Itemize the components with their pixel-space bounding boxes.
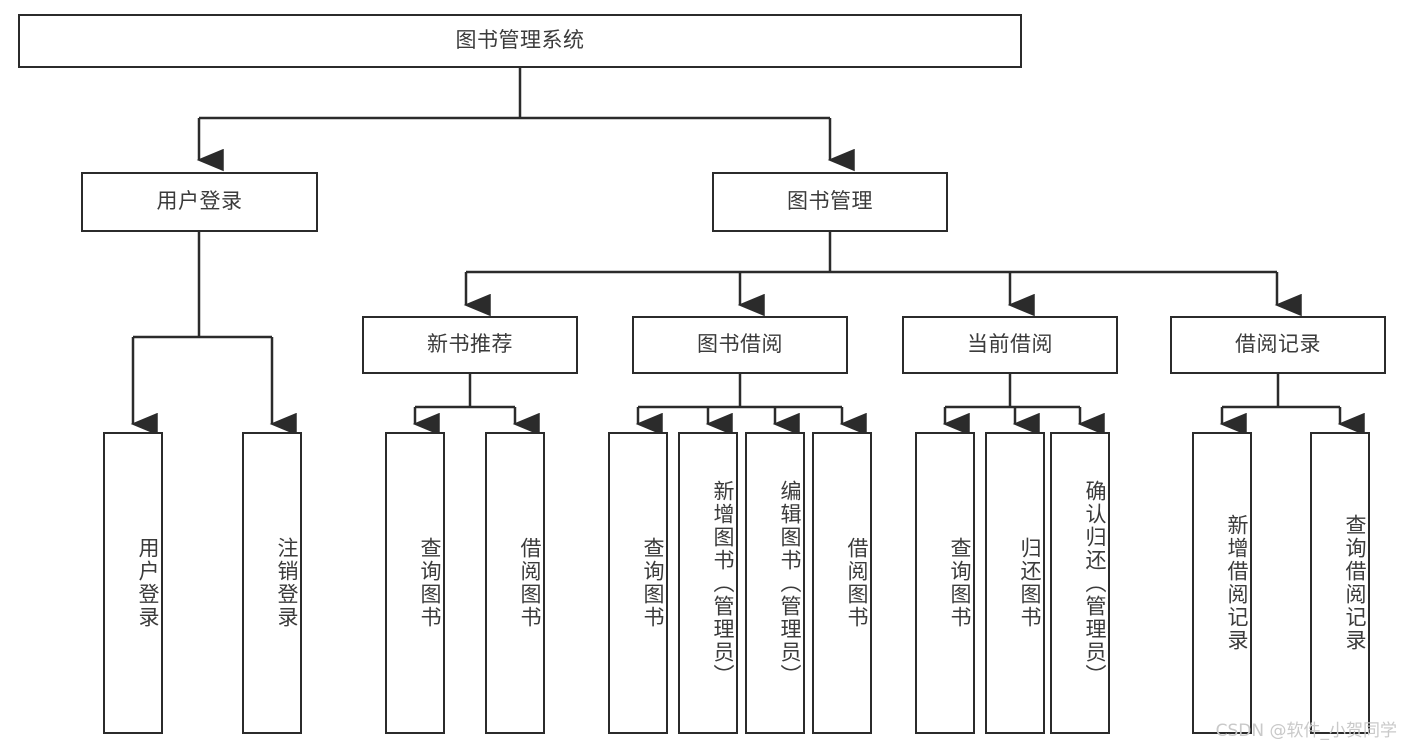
node-current-borrow-label: 当前借阅 [967,332,1053,357]
node-leaf-logout-label: 注销登录 [275,537,299,629]
node-leaf-query-book-1-label: 查询图书 [418,537,442,629]
node-current-borrow[interactable]: 当前借阅 [902,316,1118,374]
node-leaf-add-record-label: 新增借阅记录 [1225,514,1249,652]
node-leaf-edit-book[interactable]: 编辑图书（管理员） [745,432,805,734]
node-leaf-edit-book-label: 编辑图书（管理员） [778,479,802,687]
node-leaf-query-book-3-label: 查询图书 [948,537,972,629]
node-book-manage[interactable]: 图书管理 [712,172,948,232]
node-leaf-borrow-book-2[interactable]: 借阅图书 [812,432,872,734]
node-leaf-borrow-book-2-label: 借阅图书 [845,537,869,629]
node-leaf-logout[interactable]: 注销登录 [242,432,302,734]
node-user-login[interactable]: 用户登录 [81,172,318,232]
node-leaf-user-login[interactable]: 用户登录 [103,432,163,734]
node-leaf-borrow-book-1-label: 借阅图书 [518,537,542,629]
node-leaf-add-book-label: 新增图书（管理员） [711,479,735,687]
csdn-watermark: CSDN @软件_小贺同学 [1215,721,1397,741]
node-leaf-add-book[interactable]: 新增图书（管理员） [678,432,738,734]
node-leaf-query-record[interactable]: 查询借阅记录 [1310,432,1370,734]
node-leaf-query-book-3[interactable]: 查询图书 [915,432,975,734]
node-borrow-record[interactable]: 借阅记录 [1170,316,1386,374]
node-book-borrow-label: 图书借阅 [697,332,783,357]
node-leaf-borrow-book-1[interactable]: 借阅图书 [485,432,545,734]
node-leaf-confirm-return[interactable]: 确认归还（管理员） [1050,432,1110,734]
node-leaf-return-book-label: 归还图书 [1018,537,1042,629]
node-book-manage-label: 图书管理 [787,189,873,214]
node-borrow-record-label: 借阅记录 [1235,332,1321,357]
node-leaf-query-book-2-label: 查询图书 [641,537,665,629]
node-leaf-confirm-return-label: 确认归还（管理员） [1083,479,1107,687]
node-leaf-query-book-2[interactable]: 查询图书 [608,432,668,734]
node-leaf-query-record-label: 查询借阅记录 [1343,514,1367,652]
node-root-label: 图书管理系统 [455,28,585,53]
node-root[interactable]: 图书管理系统 [18,14,1022,68]
node-leaf-add-record[interactable]: 新增借阅记录 [1192,432,1252,734]
node-leaf-query-book-1[interactable]: 查询图书 [385,432,445,734]
node-leaf-user-login-label: 用户登录 [136,537,160,629]
node-user-login-label: 用户登录 [156,189,243,214]
node-new-book-rec-label: 新书推荐 [427,332,513,357]
node-new-book-rec[interactable]: 新书推荐 [362,316,578,374]
node-book-borrow[interactable]: 图书借阅 [632,316,848,374]
node-leaf-return-book[interactable]: 归还图书 [985,432,1045,734]
